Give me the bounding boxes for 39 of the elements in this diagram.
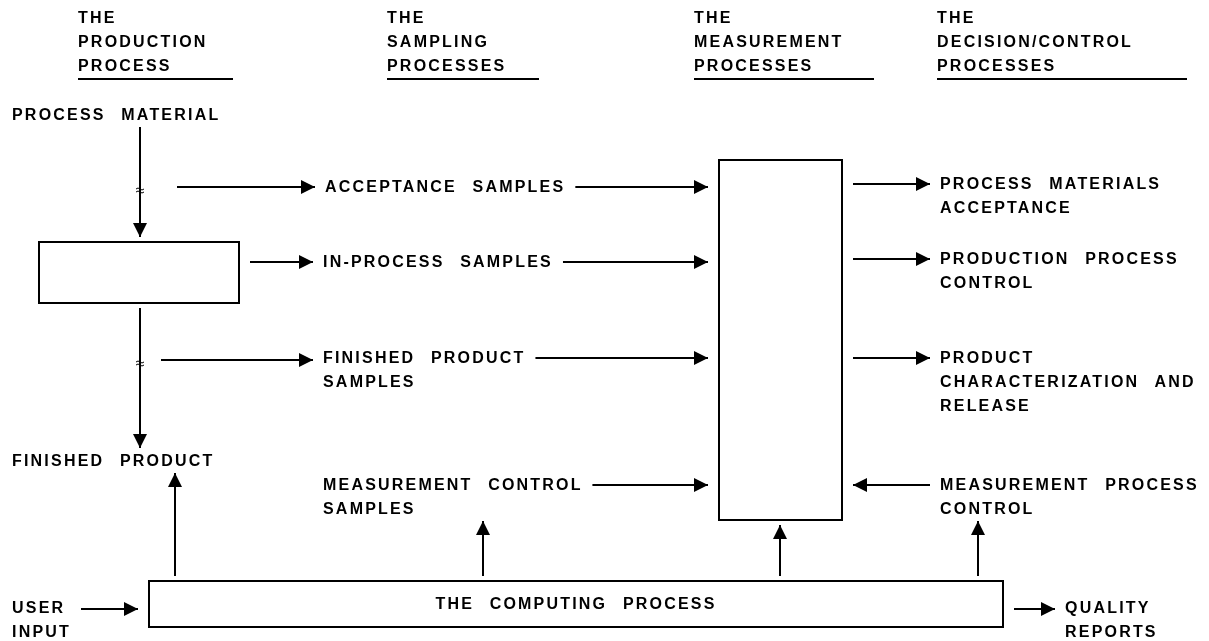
arrow	[80, 602, 139, 616]
process-box	[38, 241, 240, 304]
column-heading: THE SAMPLING PROCESSES	[387, 6, 539, 80]
arrow	[1013, 602, 1056, 616]
column-heading: THE DECISION/CONTROL PROCESSES	[937, 6, 1187, 80]
arrow	[534, 351, 709, 365]
process-box	[718, 159, 843, 521]
node-label: FINISHED PRODUCT	[12, 449, 215, 473]
node-label: IN-PROCESS SAMPLES	[323, 250, 553, 274]
node-label: PROCESS MATERIALS ACCEPTANCE	[940, 172, 1205, 220]
arrow	[852, 351, 931, 365]
node-label: PRODUCT CHARACTERIZATION AND RELEASE	[940, 346, 1205, 418]
node-label: MEASUREMENT PROCESS CONTROL	[940, 473, 1205, 521]
node-label: FINISHED PRODUCT SAMPLES	[323, 346, 575, 394]
arrow	[971, 520, 985, 577]
arrow	[852, 478, 931, 492]
arrow	[574, 180, 709, 194]
arrow	[852, 177, 931, 191]
arrow	[476, 520, 490, 577]
node-label: QUALITY REPORTS	[1065, 596, 1185, 641]
node-label: ACCEPTANCE SAMPLES	[325, 175, 566, 199]
arrow	[249, 255, 314, 269]
column-heading: THE PRODUCTION PROCESS	[78, 6, 233, 80]
arrow	[160, 353, 314, 367]
process-box	[148, 580, 1004, 628]
column-heading: THE MEASUREMENT PROCESSES	[694, 6, 874, 80]
node-label: USER INPUT	[12, 596, 92, 641]
node-label: MEASUREMENT CONTROL SAMPLES	[323, 473, 635, 521]
box-label: THE COMPUTING PROCESS	[435, 595, 717, 613]
node-label: PRODUCTION PROCESS CONTROL	[940, 247, 1205, 295]
arrow	[133, 307, 147, 449]
arrow	[168, 472, 182, 577]
arrow	[176, 180, 316, 194]
arrow	[133, 126, 147, 238]
arrow	[852, 252, 931, 266]
arrow	[561, 255, 709, 269]
arrow	[773, 524, 787, 577]
arrow	[591, 478, 709, 492]
node-label: PROCESS MATERIAL	[12, 103, 221, 127]
